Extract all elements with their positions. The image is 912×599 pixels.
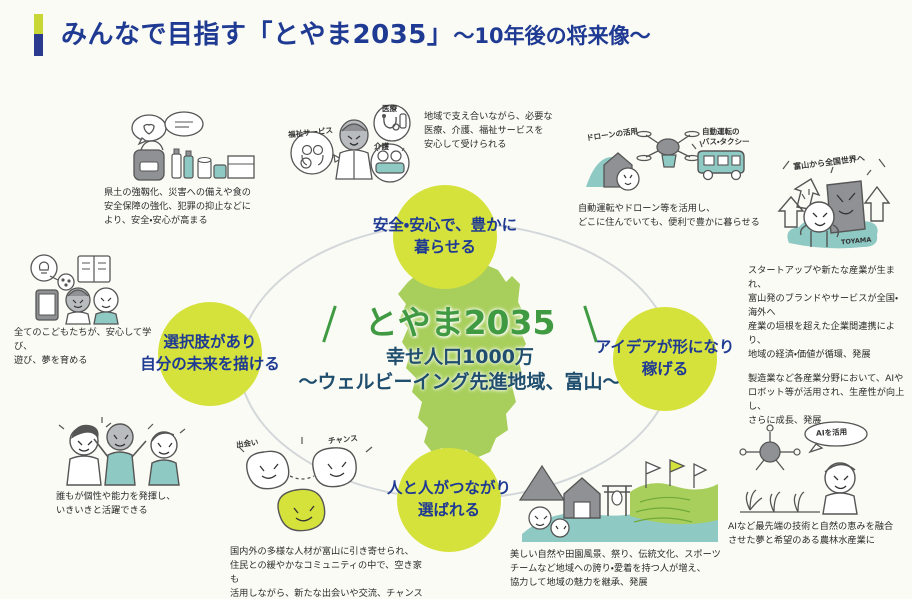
illustration-toyama-to-world: 富山から全国世界へ TOYAMA — [775, 153, 905, 255]
goal-circle-ideas[interactable]: アイデアが形になり稼げる — [596, 307, 734, 411]
goal-circle-connection-label: 人と人がつながり選ばれる — [387, 478, 512, 519]
caption-children: 全てのこどもたちが、安心して学び、 遊び、夢を育める — [14, 327, 152, 366]
caption-talent: 誰もが個性や能力を発揮し、 いきいきと活躍できる — [56, 491, 176, 516]
page-title: みんなで目指す「とやま2035」〜10年後の将来像〜 — [61, 22, 651, 48]
caption-agriculture: AIなど最先端の技術と自然の恵みを融合 させた夢と希望のある農林水産業に — [728, 521, 894, 546]
goal-circle-safety[interactable]: 安全・安心で、豊かに暮らせる — [373, 185, 517, 289]
illustration-ai-agriculture: AIを活用 — [739, 420, 890, 515]
illustration-healthcare: 福祉サービス 医療 介護 — [282, 104, 422, 185]
page-title-main: みんなで目指す「とやま2035」 — [61, 20, 454, 50]
illustration-label-toyama-mark: TOYAMA — [840, 235, 872, 247]
goal-circle-choices-label: 選択肢があり自分の未来を描ける — [140, 332, 280, 373]
illustration-label-welfare-service: 福祉サービス — [287, 125, 334, 140]
illustration-label-meeting: 出会い — [235, 437, 260, 450]
illustration-label-nursing: 介護 — [374, 142, 389, 151]
caption-mobility: 自動運転やドローン等を活用し、 どこに住んでいても、便利で豊かに暮らせる — [578, 203, 760, 228]
header-accent-bar — [34, 14, 43, 56]
illustration-label-drone-use: ドローンの活用 — [585, 126, 639, 143]
illustration-label-autonomous-bus: 自動運転の バス・タクシー — [702, 127, 750, 146]
illustration-active-people — [58, 415, 193, 487]
caption-ai-industry: 製造業など各産業分野において、AIや ロボット等が活用され、生産性が向上し、 さ… — [748, 373, 905, 426]
caption-community: 国内外の多様な人材が富山に引き寄せられ、 住民との緩やかなコミュニティの中で、空… — [230, 546, 423, 599]
goal-circle-choices[interactable]: 選択肢があり自分の未来を描ける — [140, 302, 280, 406]
goal-circle-connection[interactable]: 人と人がつながり選ばれる — [387, 448, 511, 552]
illustration-mobility: ドローンの活用 自動運転の バス・タクシー — [586, 125, 766, 200]
page-header: みんなで目指す「とやま2035」〜10年後の将来像〜 — [0, 0, 912, 70]
toyama-map-illustration — [380, 262, 550, 462]
illustration-label-toyama-to-world: 富山から全国世界へ — [792, 153, 866, 172]
goal-circle-safety-label: 安全・安心で、豊かに暮らせる — [372, 215, 518, 256]
caption-safety: 県土の強靱化、災害への備えや食の 安全保障の強化、犯罪の抑止などに より、安全・… — [104, 187, 251, 226]
caption-welfare: 地域で支え合いながら、必要な 医療、介護、福祉サービスを 安心して受けられる — [424, 111, 553, 150]
caption-startup: スタートアップや新たな産業が生まれ、 富山発のブランドやサービスが全国・ 海外へ… — [748, 265, 899, 360]
illustration-children-learning — [20, 250, 160, 325]
illustration-label-ai-use: AIを活用 — [815, 427, 848, 438]
caption-culture: 美しい自然や田園風景、祭り、伝統文化、スポーツ チームなど地域への誇り・愛着を持… — [510, 549, 721, 588]
illustration-disaster-supplies — [122, 110, 272, 185]
goal-circle-ideas-label: アイデアが形になり稼げる — [595, 337, 735, 378]
illustration-label-medical: 医療 — [382, 104, 397, 113]
page-title-sub: 〜10年後の将来像〜 — [453, 24, 651, 48]
